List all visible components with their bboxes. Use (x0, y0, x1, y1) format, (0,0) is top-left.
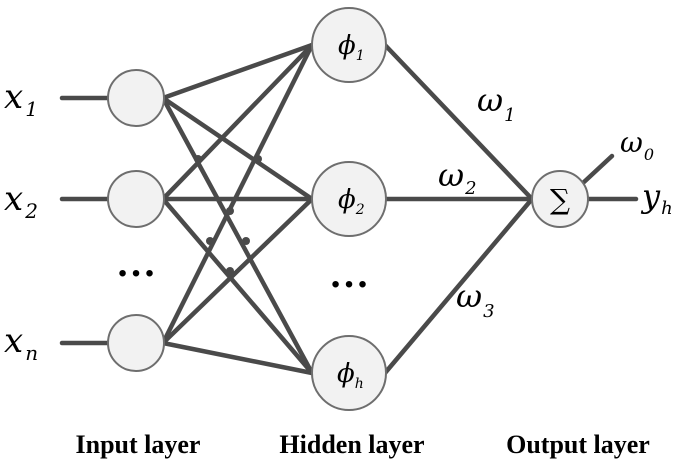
output-lines (581, 153, 639, 202)
input-node-2 (107, 170, 165, 228)
crossing-dots (194, 155, 262, 275)
hidden-node-2 (311, 161, 387, 237)
hidden-ellipsis: … (329, 251, 369, 296)
hidden-node-h (311, 335, 387, 411)
sum-symbol: ∑ (550, 183, 570, 216)
weight-label-w0: ω0 (620, 126, 654, 164)
input-ellipsis: … (116, 240, 156, 285)
weight-label-w1: ω1 (477, 81, 516, 126)
input-layer-label: Input layer (76, 430, 201, 459)
hidden-layer-label: Hidden layer (279, 430, 424, 459)
hidden-label-phih: ϕh (337, 359, 364, 392)
output-sum-node (531, 170, 589, 228)
output-label-yh: yh (640, 177, 673, 219)
output-layer-label: Output layer (506, 430, 650, 459)
hidden-output-connections (382, 42, 535, 376)
hidden-node-1 (311, 7, 387, 83)
weight-label-w2: ω2 (438, 156, 477, 199)
input-node-n (107, 314, 165, 372)
input-node-1 (107, 69, 165, 127)
hidden-label-phi2: ϕ2 (338, 185, 365, 218)
hidden-label-phi1: ϕ1 (338, 31, 365, 64)
weight-label-w3: ω3 (456, 277, 495, 322)
input-lead-lines (59, 95, 113, 346)
input-hidden-connections (160, 42, 315, 376)
